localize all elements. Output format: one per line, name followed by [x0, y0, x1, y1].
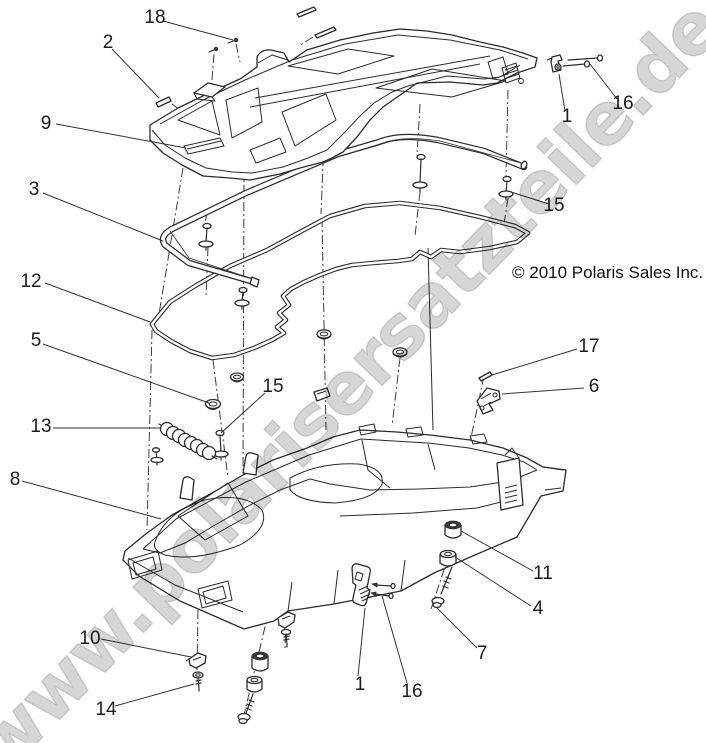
screw-15-middle: [213, 429, 229, 461]
bushing-center-upper: [251, 651, 269, 672]
bolt-7: [431, 566, 453, 609]
callout-4: 4: [532, 598, 544, 619]
mounting-rail: [159, 133, 528, 288]
copyright-text: © 2010 Polaris Sales Inc.: [512, 263, 704, 282]
callout-14: 14: [95, 699, 117, 720]
screw-15-b: [498, 175, 514, 201]
bushing-4: [439, 549, 457, 567]
bushing-11: [444, 520, 462, 539]
grommet-5-a: [204, 398, 222, 410]
screw-18a: [227, 37, 239, 44]
callout-5: 5: [30, 330, 42, 351]
screw-16-bottom: [369, 582, 396, 600]
callout-12: 12: [20, 271, 42, 292]
callout-18: 18: [144, 7, 166, 28]
screw-14: [192, 671, 204, 692]
hinge-rod-left: [296, 6, 317, 18]
screw-18b: [208, 46, 219, 53]
clip-center: [277, 611, 296, 629]
clip-10: [185, 652, 207, 669]
callout-15-top-right: 15: [543, 195, 565, 216]
screw-15-a: [412, 153, 428, 193]
callout-16-bottom: 16: [401, 681, 423, 702]
striker-clip: [313, 387, 331, 402]
callout-1-top: 1: [561, 106, 573, 127]
latch-1-bottom: [351, 563, 371, 607]
spring-13: [158, 421, 218, 461]
callout-8: 8: [9, 469, 21, 490]
screw-15-c: [198, 222, 214, 251]
grommet-5-b: [229, 372, 245, 383]
latch-6: [476, 387, 501, 415]
leader-lines: [21, 20, 618, 707]
latch-1-top: [546, 54, 563, 73]
callout-1-bottom: 1: [354, 674, 366, 695]
grommet-5-c: [316, 329, 332, 340]
bushing-center-lower: [246, 675, 263, 693]
seal-gasket: [149, 200, 531, 361]
screw-15-d: [234, 286, 250, 310]
callout-13: 13: [30, 416, 52, 437]
grommet-5-d: [392, 347, 408, 358]
callout-15-middle: 15: [262, 376, 284, 397]
screw-16-top: [562, 54, 604, 68]
small-parts: [150, 6, 604, 725]
callout-6: 6: [588, 376, 600, 397]
screw-center: [280, 628, 292, 648]
callout-3: 3: [28, 179, 40, 200]
callout-9: 9: [40, 113, 52, 134]
pin-17: [478, 371, 493, 382]
callout-17: 17: [578, 336, 600, 357]
callout-7: 7: [476, 643, 488, 664]
storage-box-base: [122, 423, 567, 630]
callout-11: 11: [533, 563, 553, 584]
callout-10: 10: [79, 628, 101, 649]
callout-2: 2: [102, 32, 114, 53]
screw-under-spring: [150, 447, 164, 466]
hinge-rod-right: [314, 26, 337, 39]
lid-cover: [149, 28, 538, 181]
pin-2: [155, 96, 172, 108]
bolt-center: [237, 693, 255, 725]
callout-16-top: 16: [612, 93, 634, 114]
